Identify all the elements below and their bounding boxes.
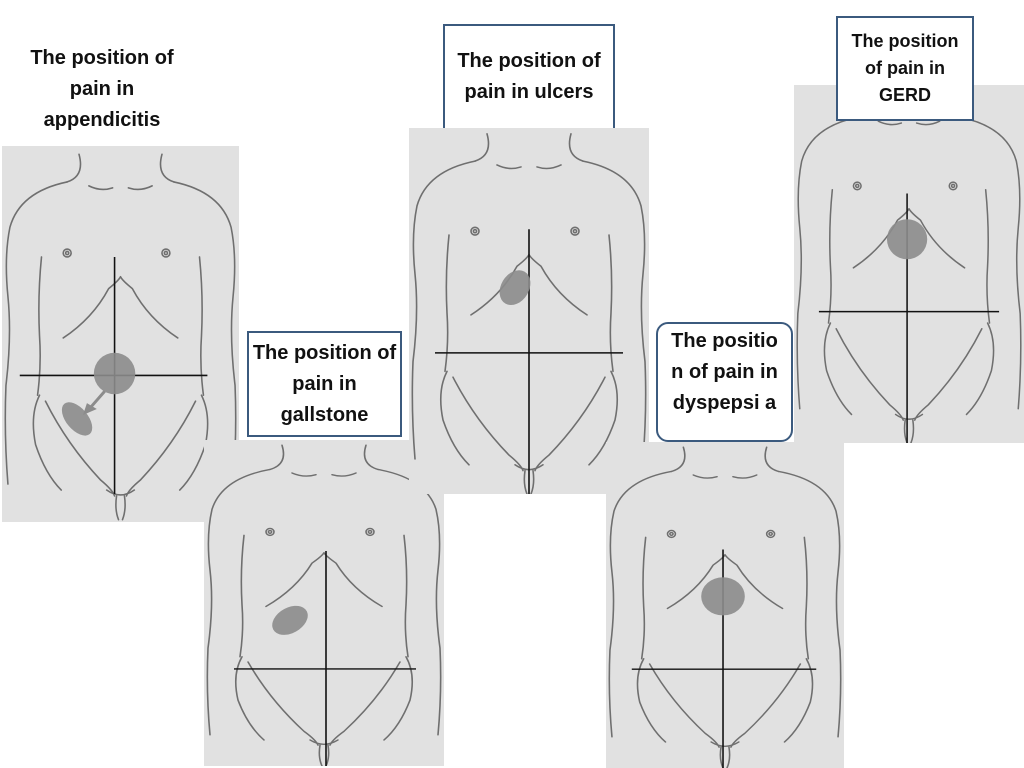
dyspepsia-figure — [606, 442, 844, 768]
torso-outline — [796, 89, 1022, 443]
pain-marker-right-upper-quadrant — [272, 605, 308, 635]
dyspepsia-label: The position of pain in dyspepsi a — [656, 322, 793, 442]
gallstone-body-diagram — [206, 444, 442, 766]
dyspepsia-body-diagram — [608, 446, 842, 768]
pain-marker-epigastric — [499, 270, 531, 306]
ulcers-body-diagram — [411, 133, 647, 494]
torso-outline — [206, 444, 442, 766]
pain-migration-arrow — [89, 390, 106, 409]
appendicitis-body-diagram — [4, 153, 237, 521]
arrow-head-icon — [82, 403, 97, 415]
ulcers-figure — [409, 128, 649, 494]
gallstone-figure — [204, 440, 444, 766]
gallstone-label: The position of pain in gallstone — [247, 331, 402, 437]
appendicitis-figure — [2, 146, 239, 522]
ulcers-label: The position of pain in ulcers — [443, 24, 615, 130]
gerd-figure — [794, 85, 1024, 443]
pain-marker-umbilical — [93, 352, 136, 395]
gerd-body-diagram — [796, 89, 1022, 443]
pain-marker-right-lower-quadrant — [61, 402, 93, 436]
torso-outline — [4, 153, 237, 521]
pain-marker-epigastric — [701, 577, 745, 616]
pain-marker-lower-chest — [886, 219, 928, 260]
gerd-label: The position of pain in GERD — [836, 16, 974, 121]
appendicitis-label: The position of pain in appendicitis — [30, 46, 174, 131]
